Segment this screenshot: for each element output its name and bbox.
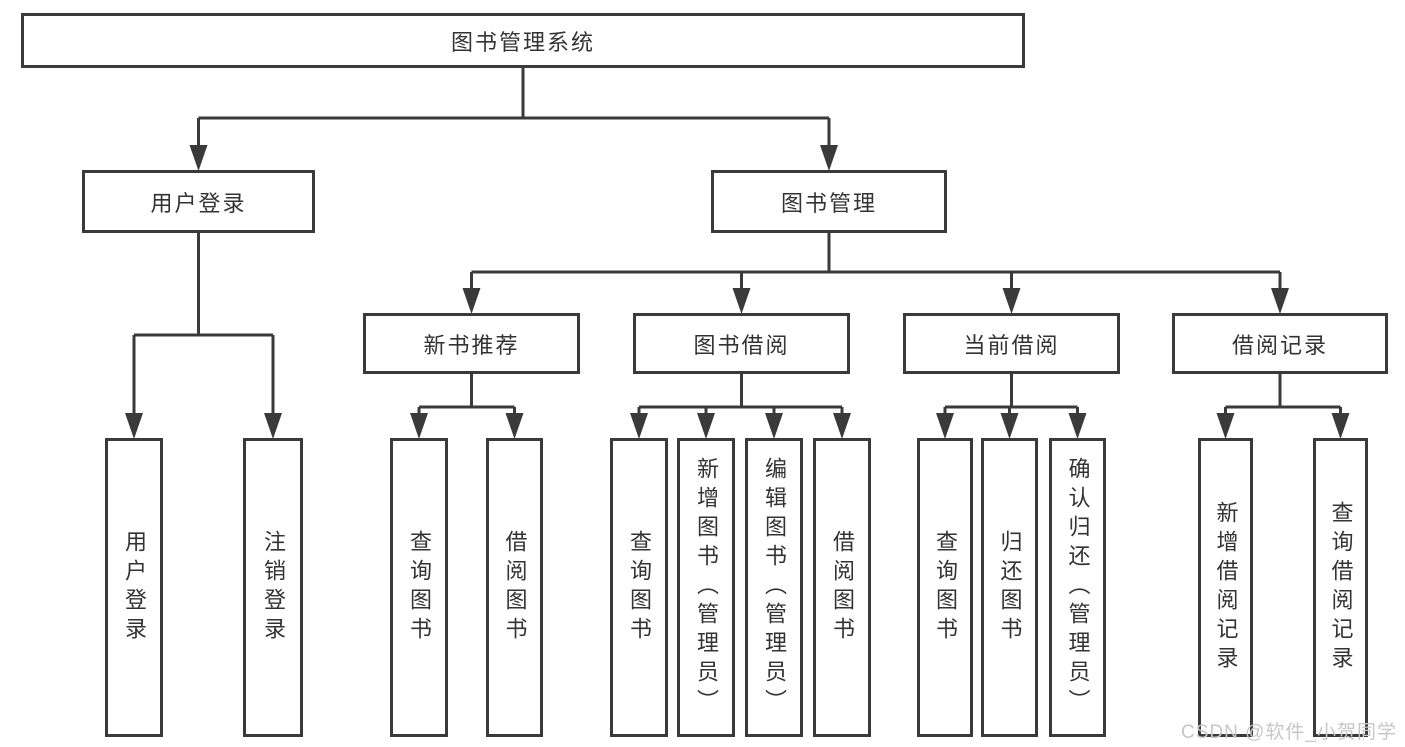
node-bb-borrow: 借阅图书 — [813, 438, 871, 737]
node-label-login-leaf: 用户登录 — [122, 529, 147, 646]
node-label-cb-return: 归还图书 — [997, 529, 1023, 646]
node-label-book-borrow: 图书借阅 — [693, 332, 790, 358]
node-label-root: 图书管理系统 — [450, 29, 595, 55]
node-label-br-add: 新增借阅记录 — [1213, 500, 1239, 675]
node-new-book-rec: 新书推荐 — [363, 313, 580, 374]
node-cb-confirm: 确认归还（管理员） — [1049, 438, 1106, 737]
node-label-bb-add: 新增图书（管理员） — [694, 457, 719, 718]
node-bb-query: 查询图书 — [610, 438, 668, 737]
node-label-new-book-rec: 新书推荐 — [423, 332, 520, 358]
node-book-mgmt: 图书管理 — [711, 170, 947, 233]
node-label-logout-leaf: 注销登录 — [261, 529, 286, 646]
node-bb-edit: 编辑图书（管理员） — [745, 438, 803, 737]
node-label-cb-confirm: 确认归还（管理员） — [1065, 457, 1091, 718]
watermark: CSDN @软件_小贺同学 — [1181, 722, 1397, 743]
node-label-current-borrow: 当前借阅 — [963, 332, 1060, 358]
node-bb-add: 新增图书（管理员） — [677, 438, 735, 737]
node-nbr-query: 查询图书 — [390, 438, 448, 737]
node-user-login: 用户登录 — [82, 170, 315, 233]
node-cb-return: 归还图书 — [981, 438, 1038, 737]
node-label-nbr-query: 查询图书 — [407, 529, 432, 646]
node-label-nbr-borrow: 借阅图书 — [502, 529, 528, 646]
node-label-cb-query: 查询图书 — [933, 529, 958, 646]
node-br-query: 查询借阅记录 — [1313, 438, 1368, 737]
node-nbr-borrow: 借阅图书 — [486, 438, 543, 737]
node-login-leaf: 用户登录 — [105, 438, 163, 737]
node-logout-leaf: 注销登录 — [243, 438, 303, 737]
node-book-borrow: 图书借阅 — [633, 313, 850, 374]
node-root: 图书管理系统 — [21, 13, 1025, 68]
node-br-add: 新增借阅记录 — [1198, 438, 1253, 737]
node-label-bb-query: 查询图书 — [627, 529, 652, 646]
node-cb-query: 查询图书 — [917, 438, 973, 737]
node-label-br-query: 查询借阅记录 — [1328, 500, 1354, 675]
node-label-bb-edit: 编辑图书（管理员） — [762, 457, 787, 718]
node-borrow-records: 借阅记录 — [1172, 313, 1388, 374]
node-label-user-login: 用户登录 — [150, 190, 247, 216]
node-label-borrow-records: 借阅记录 — [1231, 332, 1328, 358]
node-current-borrow: 当前借阅 — [903, 313, 1120, 374]
node-label-book-mgmt: 图书管理 — [780, 190, 877, 216]
node-label-bb-borrow: 借阅图书 — [830, 529, 855, 646]
